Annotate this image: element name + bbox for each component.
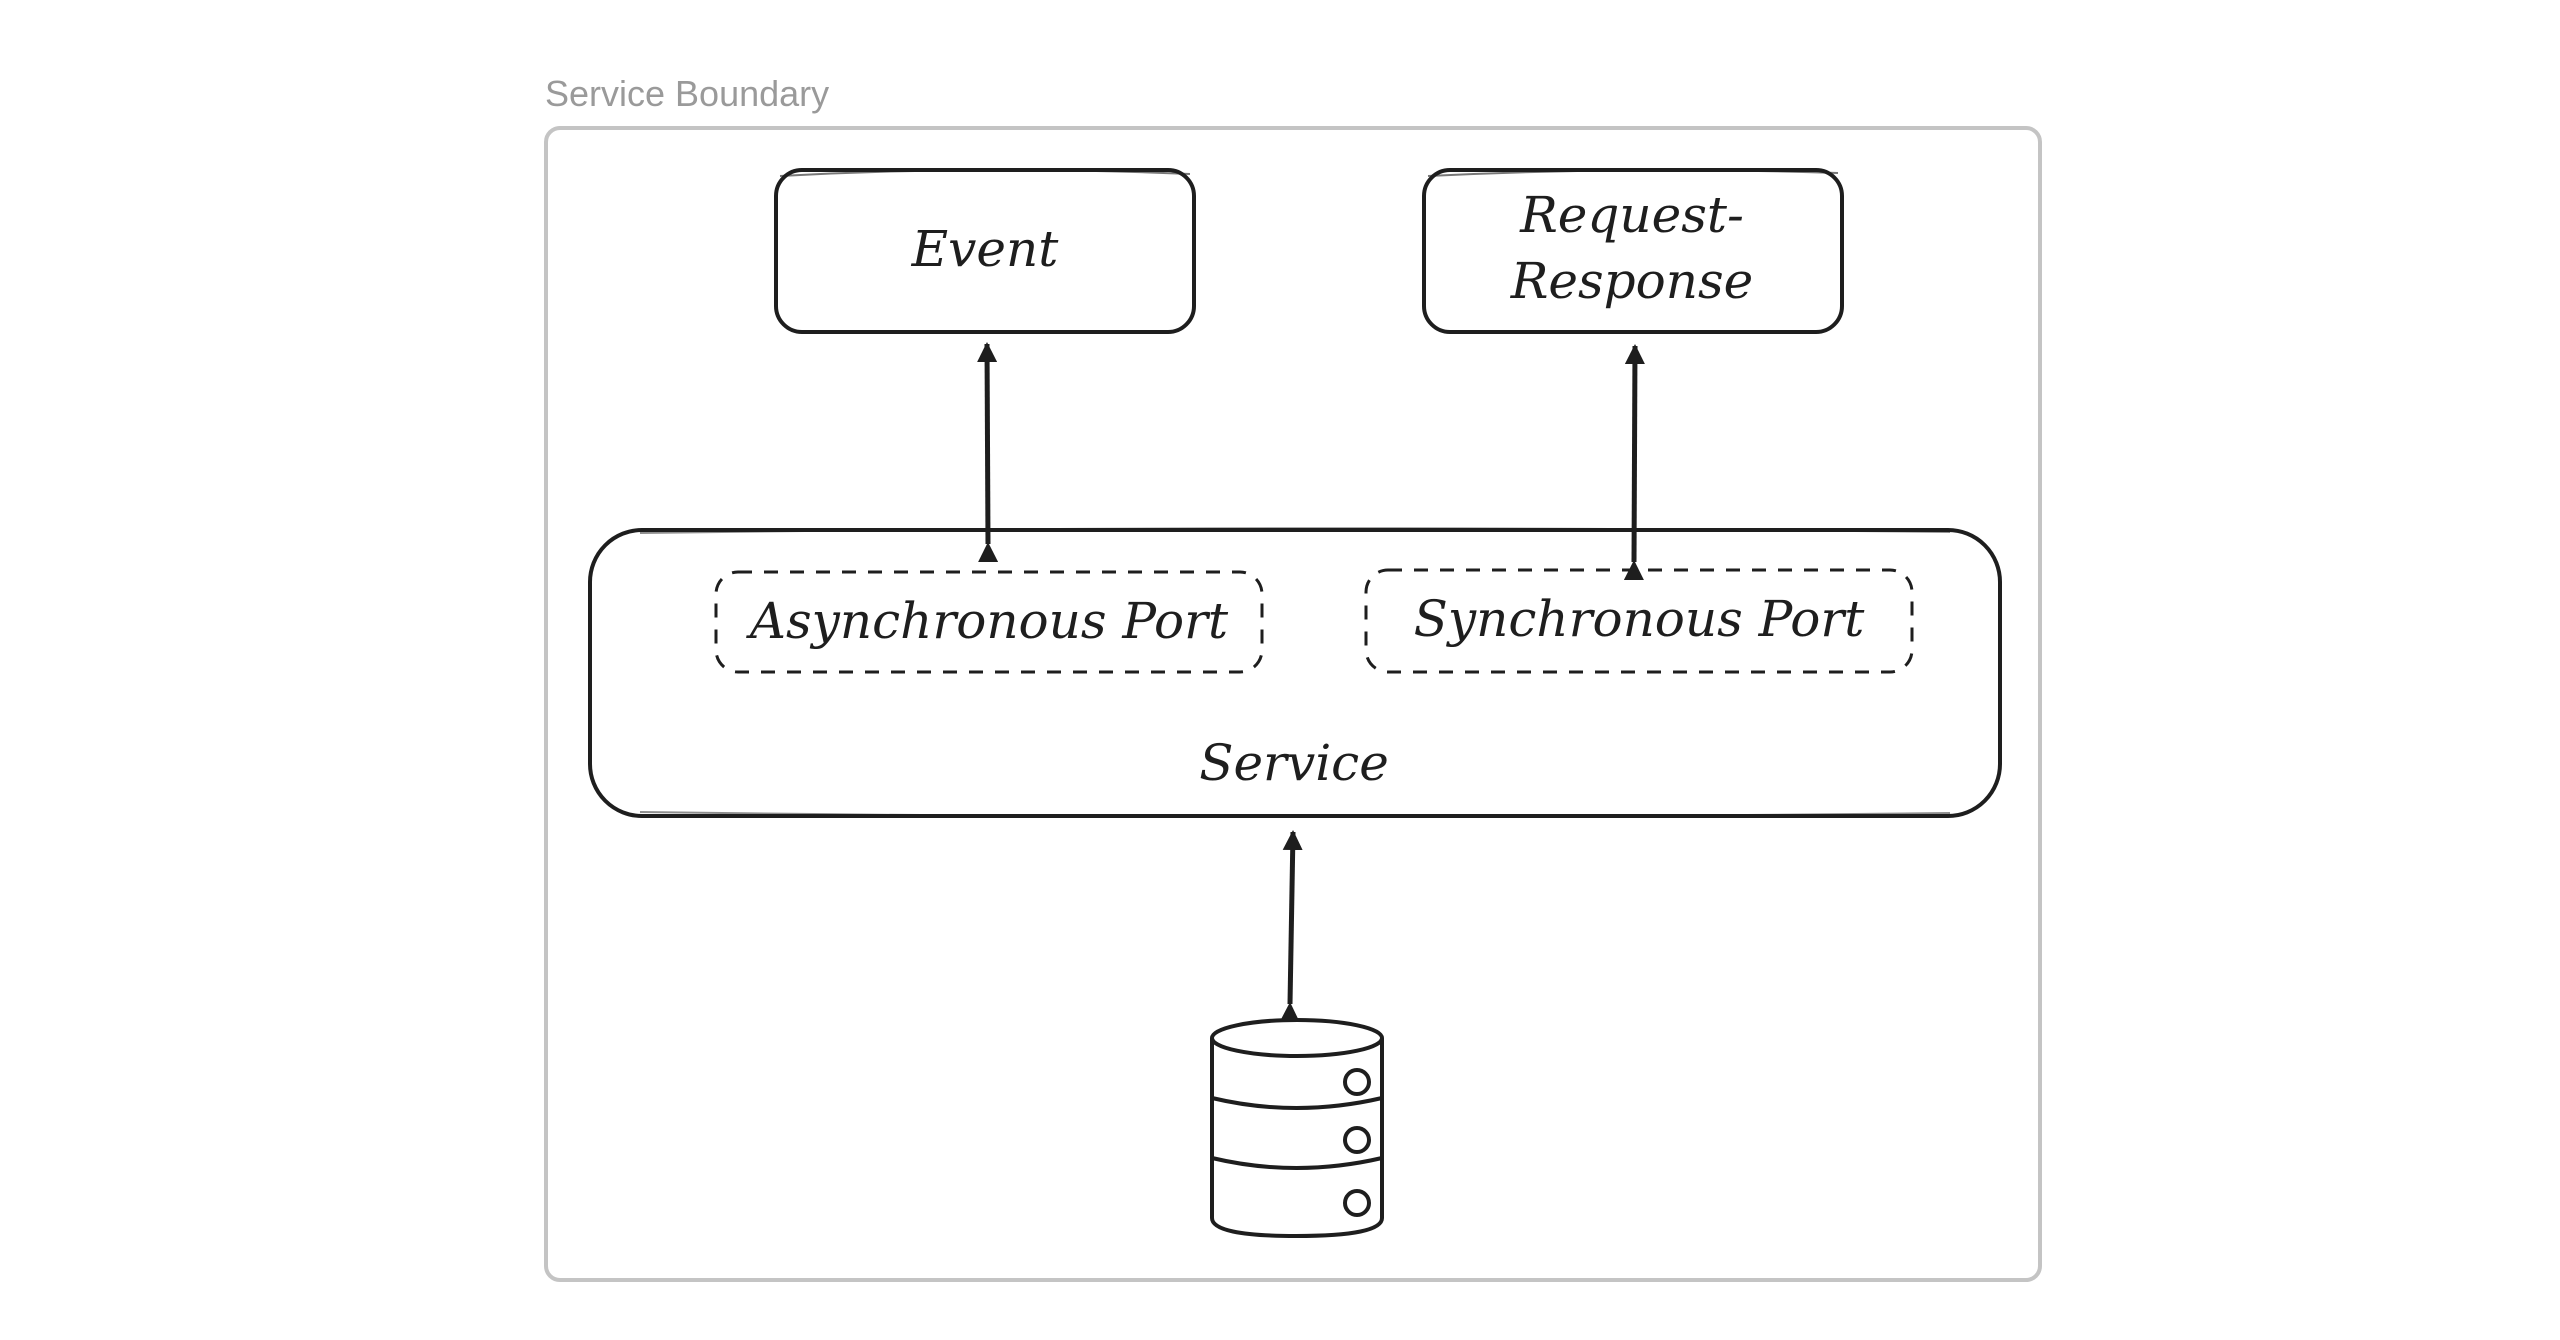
database-icon [1210, 1018, 1384, 1239]
request-response-box: Request- Response [1422, 168, 1844, 334]
service-db-arrow [1279, 830, 1303, 1023]
service-boundary [544, 126, 2042, 1282]
async-port-label: Asynchronous Port [746, 592, 1229, 650]
service-label: Service [1199, 734, 1389, 792]
request-sync-arrow [1623, 344, 1645, 581]
boundary-label: Service Boundary [545, 73, 829, 114]
sync-port-box: Synchronous Port [1364, 568, 1914, 674]
event-async-arrow [977, 342, 999, 563]
event-box: Event [774, 168, 1196, 334]
request-response-label-line1: Request- [1519, 186, 1744, 244]
service-box: Service [588, 527, 2002, 818]
async-port-box: Asynchronous Port [714, 570, 1264, 674]
event-label: Event [911, 220, 1060, 278]
request-response-label-line2: Response [1510, 252, 1753, 310]
sync-port-label: Synchronous Port [1414, 590, 1866, 648]
